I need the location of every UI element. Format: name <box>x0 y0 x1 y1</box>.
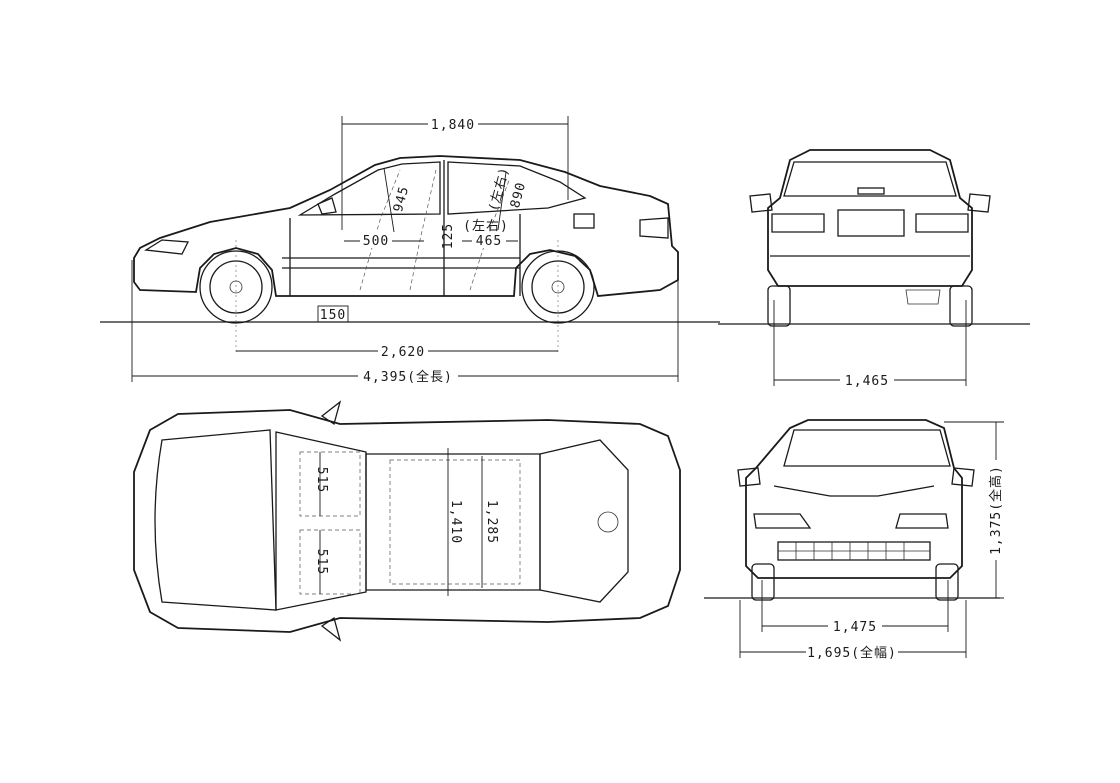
top-rear-seat <box>389 459 521 585</box>
front-grille-slats <box>778 542 930 560</box>
top-view: 515 515 1,410 1,285 <box>133 400 681 642</box>
dim-rear-shoulder: 1,285 <box>484 500 499 544</box>
dim-front-headroom: 945 <box>391 184 412 213</box>
rear-body-outline <box>767 149 973 287</box>
rear-exhaust <box>905 289 941 305</box>
side-body-outline <box>133 155 679 297</box>
top-antenna <box>597 511 619 533</box>
dim-rear-headroom: 890 <box>508 180 529 209</box>
top-right-mirror <box>320 616 342 642</box>
side-body-molding <box>282 257 520 269</box>
front-hood-line <box>773 485 935 497</box>
side-taillight <box>639 217 669 239</box>
dim-center-note: (左右) <box>463 219 509 234</box>
dim-seat-width-front: 515 <box>314 467 329 493</box>
front-left-mirror <box>737 467 761 487</box>
side-fuel-door <box>573 213 595 229</box>
dim-seat-width-rear: 515 <box>314 549 329 575</box>
front-right-mirror <box>951 467 975 487</box>
side-mirror <box>317 197 337 215</box>
dim-overall-width: 1,695(全幅) <box>807 645 897 661</box>
front-view: 1,475 1,695(全幅) 1,375(全高) <box>704 419 1008 661</box>
front-right-headlight <box>895 513 949 529</box>
rear-left-taillight <box>771 213 825 233</box>
side-view: 1,840 945 890 (左右) 500 125 (左右) 465 150 … <box>100 116 720 385</box>
dim-front-legroom: 500 <box>363 234 389 249</box>
dim-front-shoulder: 1,410 <box>448 500 463 544</box>
dim-overall-length: 4,395(全長) <box>363 369 453 385</box>
top-front-seats <box>299 451 361 595</box>
dim-overall-height: 1,375(全高) <box>988 465 1004 555</box>
rear-right-tire <box>949 285 973 327</box>
front-windshield <box>783 429 951 467</box>
front-right-tire <box>935 563 959 601</box>
rear-view: 1,465 <box>718 149 1030 389</box>
rear-window <box>783 161 957 197</box>
dim-rear-legroom: 465 <box>476 234 502 249</box>
rear-right-taillight <box>915 213 969 233</box>
side-windows <box>297 161 587 216</box>
top-left-mirror <box>320 400 342 426</box>
rear-right-mirror <box>967 193 991 213</box>
top-rear-window <box>539 439 629 603</box>
side-headlight <box>144 239 190 255</box>
rear-left-mirror <box>749 193 773 213</box>
dim-front-track: 1,475 <box>833 620 877 635</box>
dim-center-gap: 125 <box>441 223 456 249</box>
top-windshield <box>275 431 367 611</box>
dim-ground-clearance: 150 <box>320 308 346 323</box>
front-left-headlight <box>753 513 812 529</box>
front-body-outline <box>745 419 963 579</box>
top-hood <box>154 429 277 611</box>
dim-rear-track: 1,465 <box>845 374 889 389</box>
dim-cabin-length: 1,840 <box>431 118 475 133</box>
rear-brake-light <box>857 187 885 195</box>
top-body-outline <box>133 409 681 633</box>
rear-left-tire <box>767 285 791 327</box>
front-left-tire <box>751 563 775 601</box>
dim-wheelbase: 2,620 <box>381 345 425 360</box>
rear-license-plate <box>837 209 905 237</box>
